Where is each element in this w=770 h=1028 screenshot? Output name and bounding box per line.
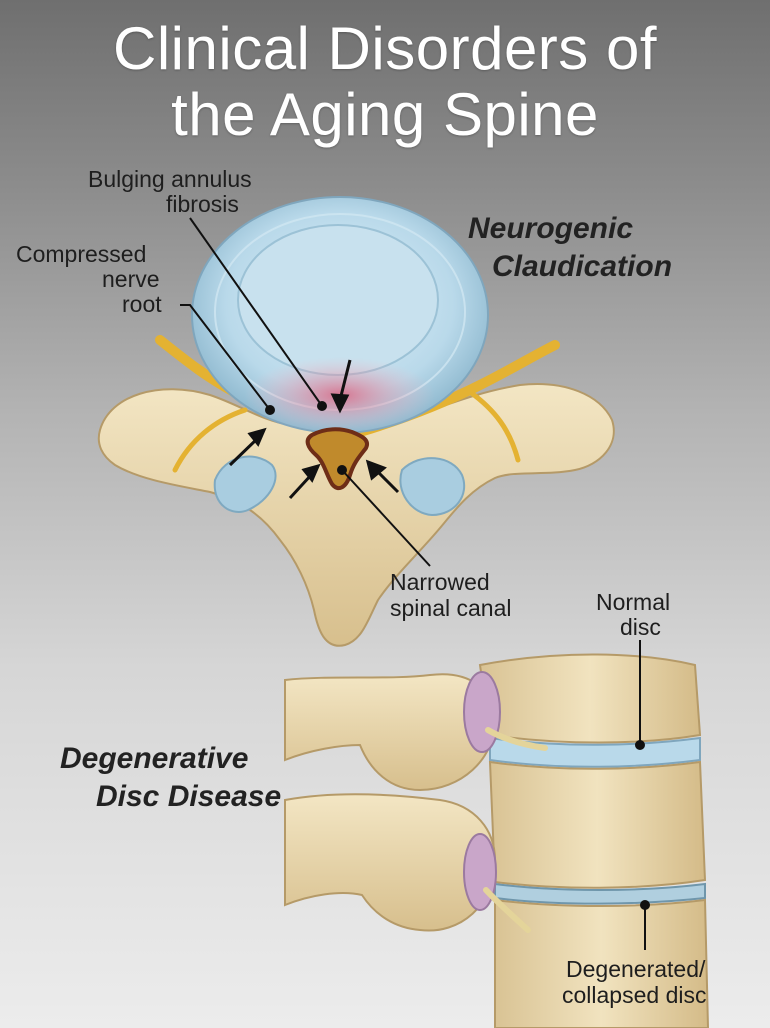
left-facet-joint [213,455,277,513]
upper-vertebral-body [478,653,702,744]
label-compressed-line2: nerve [102,266,160,292]
label-compressed-line1: Compressed [16,241,147,267]
upper-posterior-elements [284,673,497,792]
degenerative-heading-line2: Disc Disease [96,780,282,813]
nucleus-pulposus [237,224,439,376]
degenerated-disc [494,882,706,905]
neurogenic-heading-line2: Claudication [492,250,673,283]
label-narrowed-line1: Narrowed [390,569,490,595]
label-normal-line2: disc [620,614,661,640]
neurogenic-heading-line1: Neurogenic [468,212,634,245]
label-normal-line1: Normal [596,589,671,615]
label-bulging-line2: fibrosis [166,191,239,217]
label-compressed-line3: root [122,291,162,317]
degenerative-heading-line1: Degenerative [60,742,249,775]
label-narrowed-line2: spinal canal [390,595,512,621]
lower-vertebral-body [488,760,707,889]
page-title-line2: the Aging Spine [171,81,599,148]
compression-arrows [228,359,400,500]
right-facet-joint [399,457,466,517]
left-nerve-branch [172,407,248,473]
right-nerve-branch [467,389,521,463]
bottom-vertebral-body [494,898,710,1028]
page-title-line1: Clinical Disorders of [113,15,657,82]
upper-foramen [463,671,501,753]
axial-vertebra [97,196,615,647]
label-degenerated-line2: collapsed disc [562,982,707,1008]
label-degenerated-line1: Degenerated/ [566,956,706,982]
narrowed-canal [305,427,369,491]
lateral-spine [284,640,710,1028]
label-bulging-line1: Bulging annulus [88,166,252,192]
